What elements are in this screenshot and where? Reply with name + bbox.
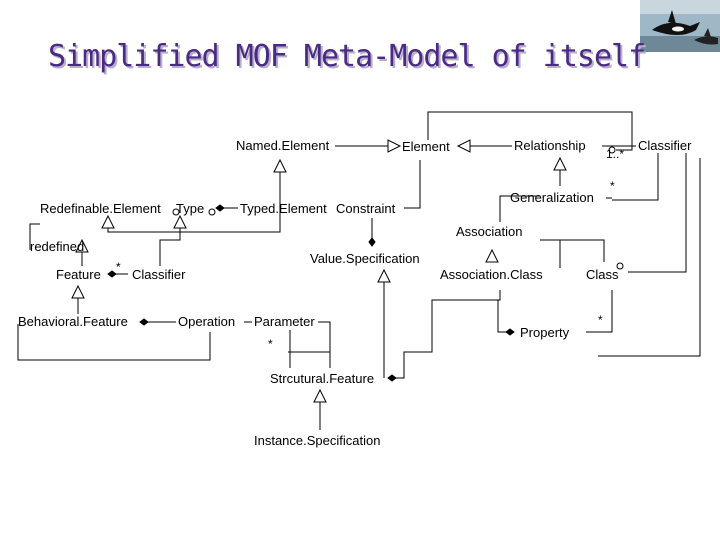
class-named-element: Named.Element bbox=[236, 138, 330, 153]
class-type: Type bbox=[176, 201, 204, 216]
class-classifier: Classifier bbox=[132, 267, 186, 282]
class-instance-specification: Instance.Specification bbox=[254, 433, 380, 448]
class-property: Property bbox=[520, 325, 570, 340]
mult-relationship: 1..* bbox=[606, 147, 624, 161]
slide-title-shadow: Simplified MOF Meta-Model of itself bbox=[50, 41, 647, 76]
class-generalization: Generalization bbox=[510, 190, 594, 205]
mult-parameter: * bbox=[268, 337, 273, 351]
orca-whales-photo bbox=[640, 0, 720, 52]
slide-title: Simplified MOF Meta-Model of itself bbox=[48, 39, 645, 74]
class-relationship: Relationship bbox=[514, 138, 586, 153]
class-feature: Feature bbox=[56, 267, 101, 282]
role-redefined: redefined bbox=[30, 239, 84, 254]
mult-generalization: * bbox=[610, 179, 615, 193]
class-association: Association bbox=[456, 224, 522, 239]
class-typed-element: Typed.Element bbox=[240, 201, 327, 216]
class-class: Class bbox=[586, 267, 619, 282]
class-value-specification: Value.Specification bbox=[310, 251, 420, 266]
class-operation: Operation bbox=[178, 314, 235, 329]
class-classifier-top: Classifier bbox=[638, 138, 692, 153]
mult-feature-classifier: * bbox=[116, 260, 121, 274]
class-parameter: Parameter bbox=[254, 314, 315, 329]
class-redefinable-element: Redefinable.Element bbox=[40, 201, 161, 216]
connectors bbox=[17, 111, 701, 430]
class-behavioral-feature: Behavioral.Feature bbox=[18, 314, 128, 329]
mult-property: * bbox=[598, 313, 603, 327]
class-association-class: Association.Class bbox=[440, 267, 543, 282]
class-constraint: Constraint bbox=[336, 201, 396, 216]
class-structural-feature: Strcutural.Feature bbox=[270, 371, 374, 386]
class-element: Element bbox=[402, 139, 450, 154]
